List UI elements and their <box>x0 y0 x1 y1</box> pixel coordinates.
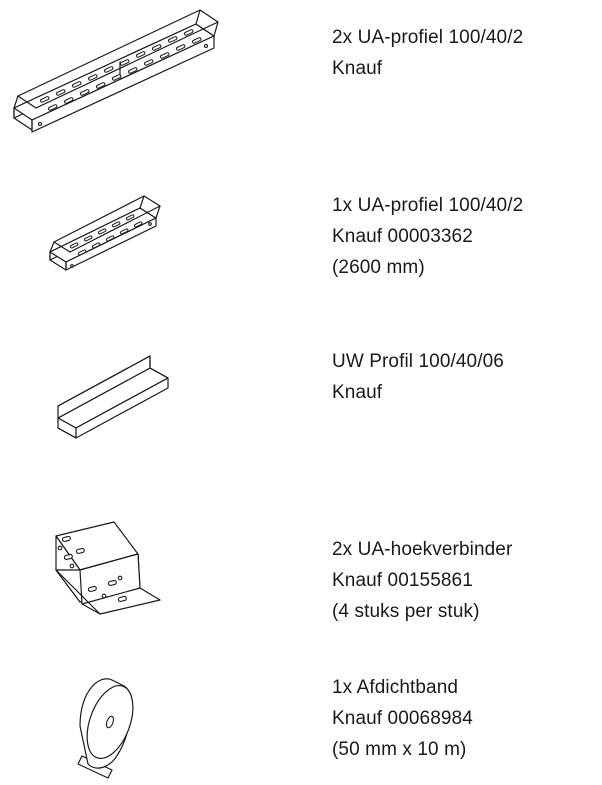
part-description: 1x Afdichtband Knauf 00068984 (50 mm x 1… <box>332 672 473 765</box>
part-line: (50 mm x 10 m) <box>332 739 467 760</box>
part-item-ua-profile-long: 2x UA-profiel 100/40/2 Knauf <box>0 0 602 150</box>
part-line: Knauf 00003362 <box>332 226 473 247</box>
part-line: UW Profil 100/40/06 <box>332 351 504 372</box>
part-description: 2x UA-hoekverbinder Knauf 00155861 (4 st… <box>332 534 512 627</box>
part-line: 2x UA-profiel 100/40/2 <box>332 27 524 48</box>
part-line: Knauf 00155861 <box>332 570 473 591</box>
ua-profile-short-icon <box>0 168 200 318</box>
part-item-corner-connector: 2x UA-hoekverbinder Knauf 00155861 (4 st… <box>0 514 602 654</box>
corner-connector-icon <box>0 514 200 654</box>
part-line: 2x UA-hoekverbinder <box>332 539 513 560</box>
part-description: 1x UA-profiel 100/40/2 Knauf 00003362 (2… <box>332 190 523 283</box>
part-line: Knauf 00068984 <box>332 708 473 729</box>
part-line: (4 stuks per stuk) <box>332 601 480 622</box>
part-line: Knauf <box>332 382 383 403</box>
part-item-ua-profile-short: 1x UA-profiel 100/40/2 Knauf 00003362 (2… <box>0 168 602 318</box>
part-description: 2x UA-profiel 100/40/2 Knauf <box>332 22 523 84</box>
ua-profile-long-icon <box>0 0 240 150</box>
part-line: (2600 mm) <box>332 257 425 278</box>
part-item-sealing-tape: 1x Afdichtband Knauf 00068984 (50 mm x 1… <box>0 660 602 785</box>
uw-profile-icon <box>0 334 200 474</box>
sealing-tape-roll-icon <box>0 660 200 785</box>
part-description: UW Profil 100/40/06 Knauf <box>332 346 504 408</box>
part-line: 1x Afdichtband <box>332 677 459 698</box>
part-line: Knauf <box>332 58 383 79</box>
part-item-uw-profile: UW Profil 100/40/06 Knauf <box>0 334 602 474</box>
part-line: 1x UA-profiel 100/40/2 <box>332 195 524 216</box>
